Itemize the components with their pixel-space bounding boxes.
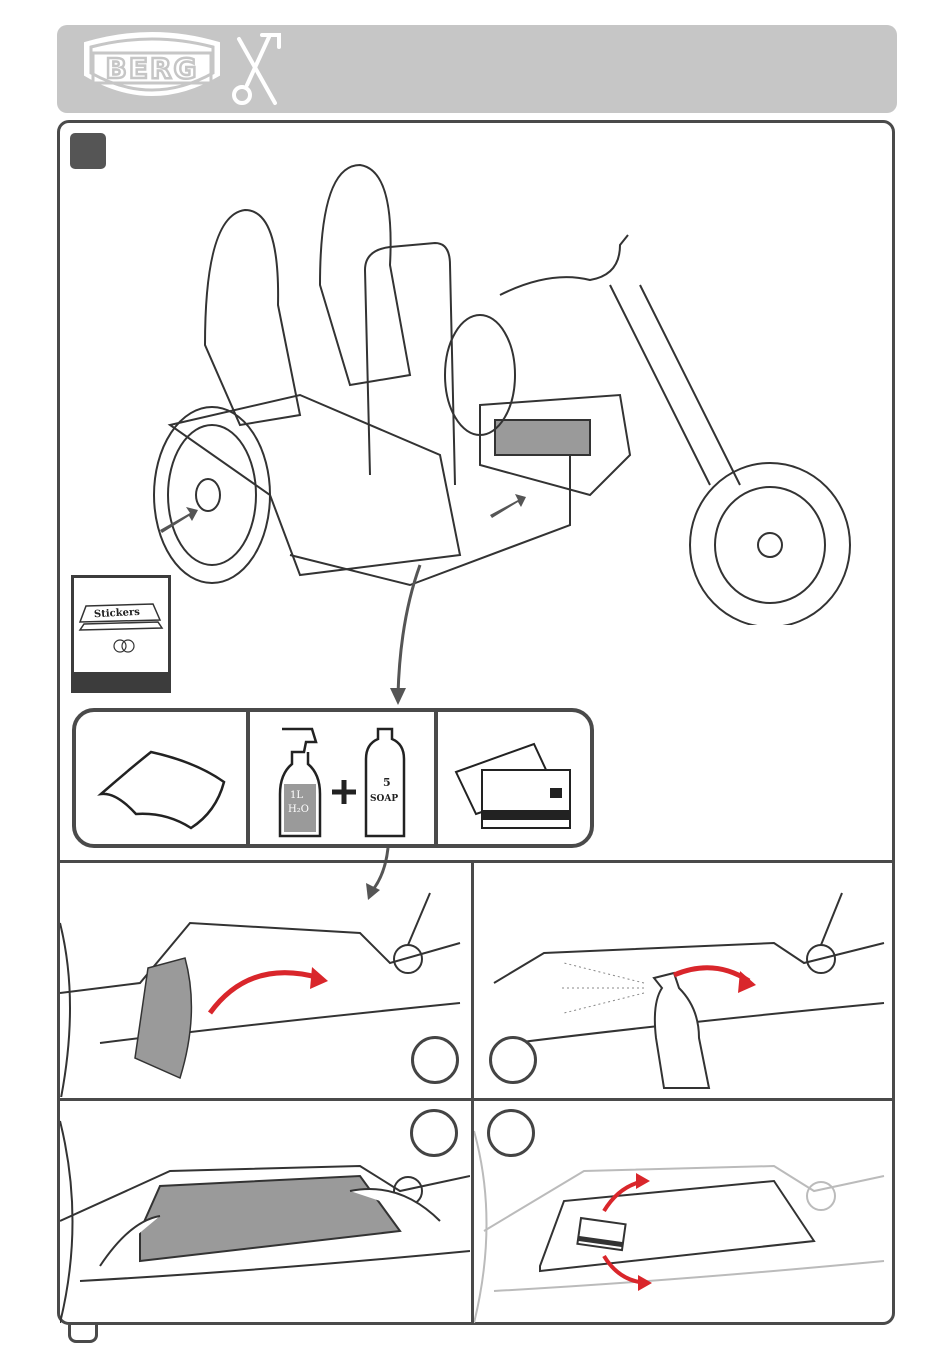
soap-label-2: SOAP xyxy=(370,794,398,804)
scraper-card-icon xyxy=(454,732,579,832)
tools-divider-2 xyxy=(434,712,438,844)
page-tab xyxy=(68,1325,98,1343)
kit-box-bar xyxy=(74,672,168,690)
berg-logo: BERG xyxy=(85,33,219,95)
step-circle-3 xyxy=(410,1109,458,1157)
header-graphics: BERG xyxy=(57,25,897,113)
step-smooth-card-illustration xyxy=(474,1101,894,1323)
go-kart-illustration xyxy=(150,155,860,625)
step-wipe-illustration xyxy=(60,863,470,1097)
soap-label-1: 5 xyxy=(383,776,391,789)
step-apply-sticker-illustration xyxy=(60,1101,470,1323)
tools-panel: 1L H₂O 5 SOAP xyxy=(72,708,594,848)
step-circle-1 xyxy=(411,1036,459,1084)
stickers-kit-box: Stickers xyxy=(71,575,171,693)
step-number-box xyxy=(70,133,106,169)
step-spray-illustration xyxy=(474,863,894,1097)
bottle-label-1: 1L xyxy=(290,790,303,801)
connector-arrow xyxy=(380,560,440,710)
step-circle-4 xyxy=(487,1109,535,1157)
plus-icon xyxy=(332,780,356,804)
spray-bottle-and-soap-icon xyxy=(274,724,424,839)
wrench-screwdriver-icon xyxy=(234,35,279,103)
bottle-label-2: H₂O xyxy=(288,804,309,815)
step-circle-2 xyxy=(489,1036,537,1084)
tools-divider-1 xyxy=(246,712,250,844)
svg-text:BERG: BERG xyxy=(105,52,198,85)
spray-bottle-in-hand xyxy=(654,973,709,1088)
header-bar: BERG xyxy=(57,25,897,113)
cloth-icon xyxy=(96,742,226,832)
spray-bottle-icon xyxy=(280,729,320,836)
cloth-in-hand xyxy=(135,958,191,1078)
